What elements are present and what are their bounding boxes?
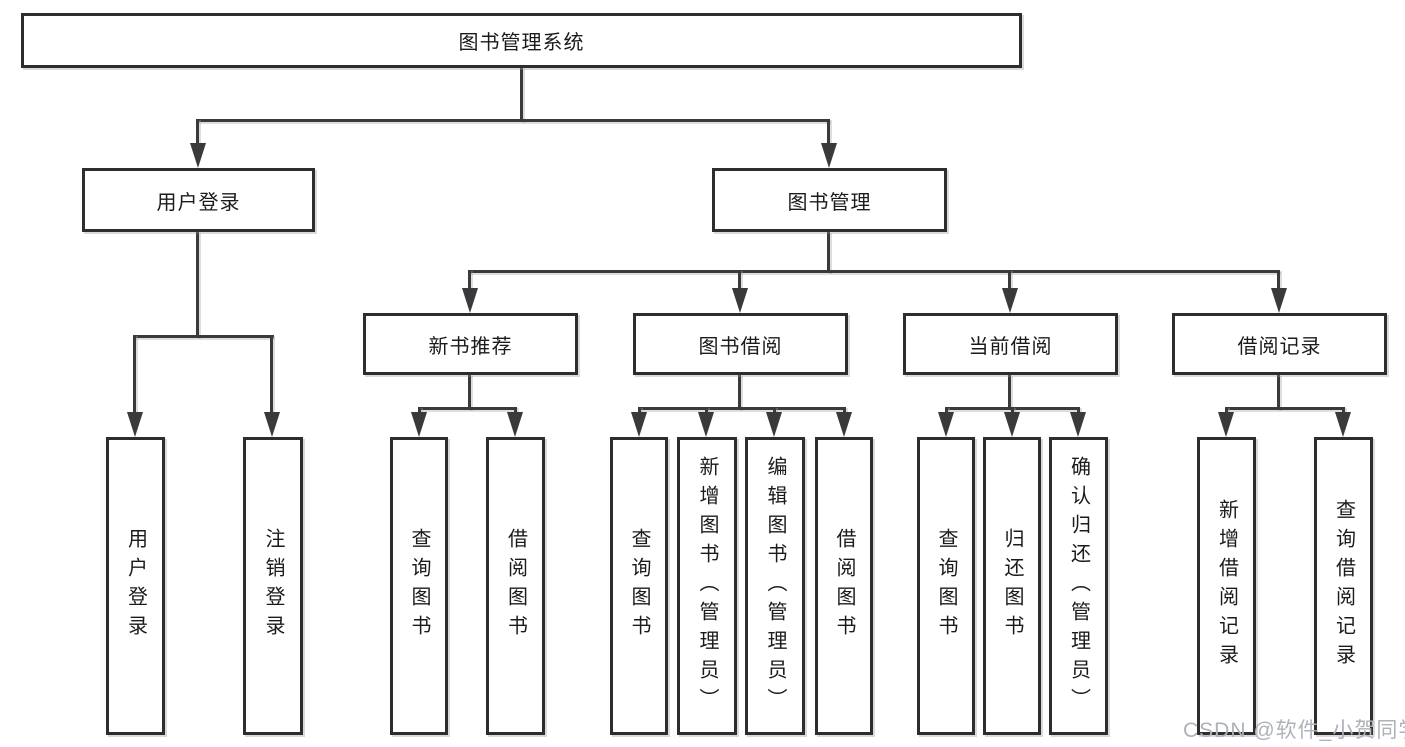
arrow-down-icon [507,412,523,437]
leaf-add-books-admin: 新增图书（管理员） [677,437,737,735]
node-label: 用户登录 [124,528,147,644]
node-label: 编辑图书（管理员） [764,455,786,717]
arrow-down-icon [631,412,647,437]
node-user-login: 用户登录 [82,168,315,232]
connector-leaf-stem [514,407,517,415]
arrow-down-icon [1070,412,1086,437]
node-label: 新书推荐 [428,335,513,358]
leaf-logout: 注销登录 [243,437,303,735]
connector-stem-book-borrow [738,270,741,292]
leaf-borrow-books: 借阅图书 [815,437,873,735]
connector-stem-book-management [827,119,830,146]
connector-leaf-stem [1342,407,1345,415]
leaf-query-books-current: 查询图书 [917,437,975,735]
arrow-down-icon [264,412,280,437]
node-label: 当前借阅 [968,335,1053,358]
node-label: 借阅图书 [504,528,527,644]
connector-stem-leaf-logout [270,335,273,413]
arrow-down-icon [127,412,143,437]
node-label: 注销登录 [262,528,284,644]
node-label: 用户登录 [156,191,241,214]
arrow-down-icon [836,412,852,437]
leaf-return-books: 归还图书 [983,437,1041,735]
leaf-query-borrow-record: 查询借阅记录 [1314,437,1373,735]
connector-leaf-stem [945,407,948,415]
node-book-management: 图书管理 [712,168,947,232]
node-label: 查询图书 [628,528,650,644]
arrow-down-icon [1218,412,1234,437]
connector-leaf-stem [1077,407,1080,415]
connector-stem-user-login [196,119,199,146]
node-current-borrow: 当前借阅 [903,313,1118,375]
connector-borrow-records-down [1277,375,1280,410]
node-label: 图书借阅 [698,335,783,358]
arrow-down-icon [190,143,206,168]
connector-stem-current-borrow [1008,270,1011,292]
connector-new-book-bus [418,407,516,410]
connector-book-management-stem [827,232,830,273]
node-book-borrow: 图书借阅 [633,313,848,375]
connector-level3-bus [469,270,1280,273]
arrow-down-icon [411,412,427,437]
connector-book-borrow-down [738,375,741,410]
connector-level2-bus [197,119,830,122]
arrow-down-icon [698,412,714,437]
connector-root-stem [520,68,523,122]
node-label: 图书管理系统 [458,32,585,54]
node-new-book-recommend: 新书推荐 [363,313,578,375]
node-root: 图书管理系统 [21,13,1022,68]
connector-stem-leaf-login [133,335,136,413]
node-label: 确认归还（管理员） [1067,455,1090,717]
csdn-watermark: CSDN @软件_小贺同学 [1183,719,1405,742]
node-label: 图书管理 [787,191,872,214]
node-label: 借阅图书 [833,528,855,644]
leaf-edit-books-admin: 编辑图书（管理员） [745,437,805,735]
connector-leaf-stem [843,407,846,415]
connector-user-login-stem [196,232,199,338]
leaf-confirm-return-admin: 确认归还（管理员） [1049,437,1108,735]
node-borrow-records: 借阅记录 [1172,313,1387,375]
connector-stem-borrow-records [1277,270,1280,292]
node-label: 新增借阅记录 [1215,499,1238,673]
node-label: 借阅记录 [1237,335,1322,358]
arrow-down-icon [1335,412,1351,437]
arrow-down-icon [462,288,478,313]
arrow-down-icon [766,412,782,437]
arrow-down-icon [732,288,748,313]
leaf-query-books-recommend: 查询图书 [390,437,448,735]
connector-current-borrow-down [1008,375,1011,410]
node-label: 查询图书 [935,528,957,644]
connector-borrow-records-bus [1225,407,1344,410]
connector-book-borrow-bus [638,407,845,410]
node-label: 新增图书（管理员） [696,455,718,717]
leaf-user-login: 用户登录 [106,437,165,735]
connector-user-login-bus [134,335,274,338]
connector-leaf-stem [638,407,641,415]
connector-leaf-stem [773,407,776,415]
connector-leaf-stem [1011,407,1014,415]
leaf-add-borrow-record: 新增借阅记录 [1197,437,1256,735]
node-label: 归还图书 [1001,528,1023,644]
connector-leaf-stem [705,407,708,415]
node-label: 查询图书 [408,528,430,644]
arrow-down-icon [1004,412,1020,437]
arrow-down-icon [938,412,954,437]
connector-new-book-down [468,375,471,410]
leaf-borrow-books-recommend: 借阅图书 [486,437,545,735]
arrow-down-icon [1271,288,1287,313]
leaf-query-books-borrow: 查询图书 [610,437,668,735]
node-label: 查询借阅记录 [1332,499,1355,673]
arrow-down-icon [821,143,837,168]
arrow-down-icon [1002,288,1018,313]
connector-leaf-stem [418,407,421,415]
connector-leaf-stem [1225,407,1228,415]
connector-stem-new-book [468,270,471,292]
